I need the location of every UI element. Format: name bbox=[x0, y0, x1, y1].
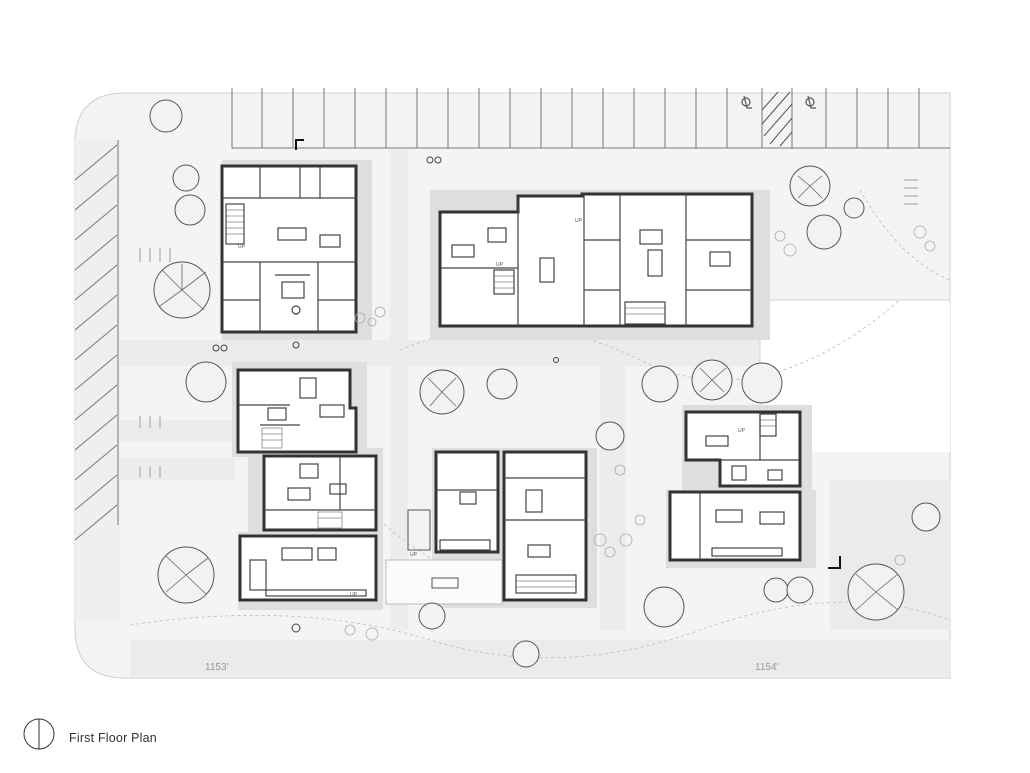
stair-label-a: UP bbox=[238, 244, 246, 250]
tree-branches bbox=[159, 175, 899, 611]
contour-label-1154: 1154' bbox=[755, 662, 779, 673]
stair-label-d: UP bbox=[410, 552, 418, 558]
building-e-interior bbox=[699, 412, 800, 560]
accessible-parking-icon bbox=[741, 95, 816, 109]
building-a-interior bbox=[222, 166, 356, 332]
crosswalks bbox=[139, 179, 918, 478]
stair-label-c: UP bbox=[350, 592, 358, 598]
stair-label-b1: UP bbox=[496, 262, 504, 268]
corner-marker bbox=[828, 556, 841, 569]
parking-lot-top bbox=[231, 88, 950, 149]
contour-label-1153: 1153' bbox=[205, 662, 229, 673]
shrubs bbox=[344, 225, 936, 641]
building-d-interior bbox=[436, 477, 586, 594]
building-b-interior bbox=[440, 194, 752, 326]
north-arrow-icon bbox=[22, 717, 56, 756]
bike-icon bbox=[212, 156, 559, 633]
building-e bbox=[668, 410, 802, 562]
stair-label-e: UP bbox=[738, 428, 746, 434]
stair-label-b2: UP bbox=[575, 218, 583, 224]
building-c-interior bbox=[238, 377, 376, 597]
courtyard-d bbox=[385, 509, 503, 605]
plan-title: First Floor Plan bbox=[69, 731, 157, 745]
building-c bbox=[236, 368, 378, 602]
building-a bbox=[220, 164, 358, 334]
flag-marker bbox=[295, 139, 304, 150]
parking-lot-left bbox=[74, 140, 119, 541]
building-b bbox=[438, 192, 754, 328]
